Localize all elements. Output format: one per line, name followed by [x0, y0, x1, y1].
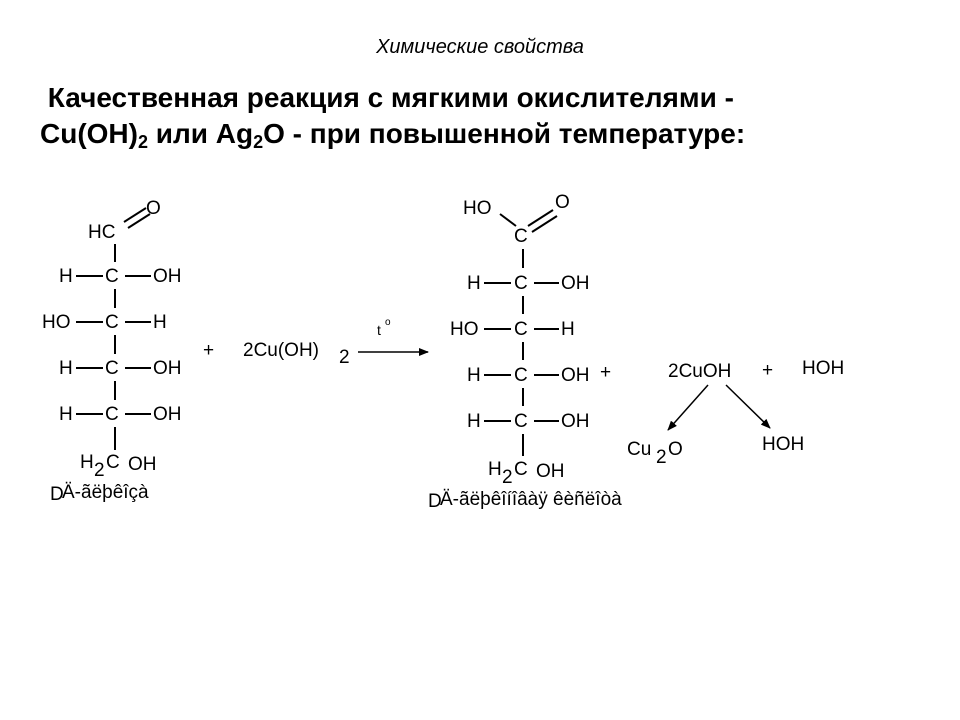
c3-h: H	[153, 312, 167, 333]
c3-ho: HO	[42, 312, 71, 333]
p-c4-carbon: C	[514, 365, 528, 386]
gluconic-acid-structure: HO O C H C OH HO C H H C OH + H C OH	[428, 192, 622, 512]
c2-h: H	[59, 266, 73, 287]
cu2o-subscript: 2	[656, 447, 667, 468]
title-line-2: Cu(OH)2 или Ag2O - при повышенной темпер…	[40, 118, 746, 152]
glucose-structure: O HC H C OH HO C H H C OH H C OH H	[42, 198, 182, 505]
double-bond-2	[531, 215, 558, 233]
double-bond-2	[127, 213, 151, 229]
c6-carbon: C	[106, 452, 120, 473]
ho-bond	[499, 213, 517, 227]
plus-sign-2: +	[600, 362, 611, 383]
p-c3-carbon: C	[514, 319, 528, 340]
p-c5-h: H	[467, 411, 481, 432]
double-bond-1	[123, 207, 147, 223]
c5-oh: OH	[153, 404, 182, 425]
p-c2-oh: OH	[561, 273, 590, 294]
p-c6-carbon: C	[514, 459, 528, 480]
cuoh-formula: 2CuOH	[668, 361, 731, 382]
p-c6-oh: OH	[536, 461, 565, 482]
p-c5-carbon: C	[514, 411, 528, 432]
c6-oh: OH	[128, 454, 157, 475]
plus-sign-1: +	[203, 340, 214, 361]
p-c3-h: H	[561, 319, 575, 340]
gluconic-name-d: D	[428, 491, 442, 512]
c4-h: H	[59, 358, 73, 379]
carboxyl-ho: HO	[463, 198, 492, 219]
plus-sign-3: +	[762, 360, 773, 381]
condition-degree: o	[385, 317, 391, 328]
aldehyde-hc: HC	[88, 222, 115, 243]
c2-carbon: C	[105, 266, 119, 287]
slide-title: Качественная реакция с мягкими окислител…	[40, 80, 940, 152]
c4-carbon: C	[105, 358, 119, 379]
gluconic-acid-name: Ä-ãëþêîíîâàÿ êèñëîòà	[440, 489, 622, 510]
p-c4-oh: OH	[561, 365, 590, 386]
p-c4-h: H	[467, 365, 481, 386]
c5-h: H	[59, 404, 73, 425]
c5-carbon: C	[105, 404, 119, 425]
c6-subscript: 2	[94, 460, 105, 481]
carboxyl-oxygen: O	[555, 192, 570, 213]
cu2o-cu: Cu	[627, 439, 651, 460]
reagent-subscript: 2	[339, 347, 350, 368]
hoh-formula: HOH	[802, 358, 844, 379]
glucose-name-d: D	[50, 484, 64, 505]
title-line-1: Качественная реакция с мягкими окислител…	[47, 82, 734, 113]
hoh-product: HOH	[762, 434, 804, 455]
p-c6-h: H	[488, 459, 502, 480]
carboxyl-carbon: C	[514, 226, 528, 247]
cu2o-o: O	[668, 439, 683, 460]
double-bond-1	[527, 209, 554, 227]
reagent-formula: 2Cu(OH)	[243, 340, 319, 361]
reagent-group: + 2Cu(OH) 2 t o	[203, 317, 429, 368]
c4-oh: OH	[153, 358, 182, 379]
p-c6-subscript: 2	[502, 467, 513, 488]
decomposition-arrow-left	[667, 384, 709, 431]
decomposition-arrow-right	[725, 384, 771, 429]
c3-carbon: C	[105, 312, 119, 333]
glucose-name: Ä-ãëþêîçà	[62, 482, 149, 503]
condition-t: t	[377, 322, 381, 338]
p-c2-h: H	[467, 273, 481, 294]
c2-oh: OH	[153, 266, 182, 287]
byproducts-group: 2CuOH + HOH Cu 2 O HOH	[627, 358, 844, 468]
p-c5-oh: OH	[561, 411, 590, 432]
c6-h: H	[80, 452, 94, 473]
slide-header: Химические свойства	[376, 36, 584, 58]
p-c3-ho: HO	[450, 319, 479, 340]
p-c2-carbon: C	[514, 273, 528, 294]
